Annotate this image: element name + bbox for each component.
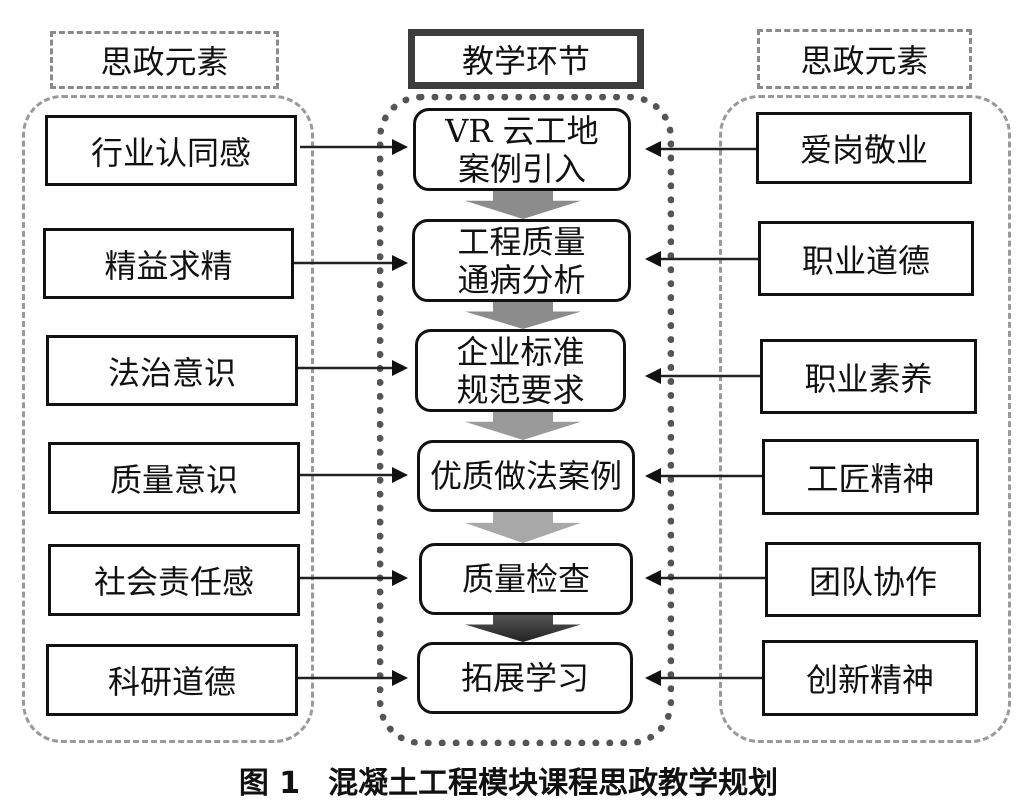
left-element-label: 法治意识 <box>107 353 236 392</box>
arrowhead-right-icon <box>392 255 408 271</box>
arrowhead-right-icon <box>392 139 408 155</box>
right-element-6: 创新精神 <box>762 640 978 716</box>
right-connector-arrow <box>645 570 765 586</box>
right-element-5: 团队协作 <box>765 542 981 617</box>
right-header: 思政元素 <box>757 29 972 89</box>
step-line-1: 企业标准 <box>456 332 585 371</box>
step-line-2: 案例引入 <box>457 149 586 188</box>
arrowhead-left-icon <box>645 570 661 586</box>
step-line-1: 优质做法案例 <box>429 457 622 495</box>
right-element-label: 职业素养 <box>804 359 933 398</box>
arrowhead-right-icon <box>392 570 408 586</box>
left-element-label: 行业认同感 <box>90 133 251 172</box>
step-line-1: 工程质量 <box>457 222 586 261</box>
right-element-1: 爱岗敬业 <box>756 112 972 184</box>
step-line-1: VR 云工地 <box>445 111 599 150</box>
left-element-4: 质量意识 <box>48 442 300 514</box>
left-connector-arrow <box>294 255 408 271</box>
flow-down-arrow-icon <box>465 191 581 219</box>
figure-title: 混凝土工程模块课程思政教学规划 <box>328 766 779 801</box>
step-line-2: 规范要求 <box>456 370 585 409</box>
left-element-3: 法治意识 <box>46 335 298 406</box>
right-connector-arrow <box>645 468 762 484</box>
right-connector-arrow <box>645 141 756 157</box>
teaching-step-1: VR 云工地 案例引入 <box>413 108 631 191</box>
figure-caption: 图 1 混凝土工程模块课程思政教学规划 <box>0 758 1017 802</box>
right-header-label: 思政元素 <box>800 42 929 80</box>
right-element-label: 工匠精神 <box>806 460 935 498</box>
left-header: 思政元素 <box>50 31 279 89</box>
center-header: 教学环节 <box>408 29 644 89</box>
left-connector-arrow <box>300 467 408 483</box>
arrowhead-left-icon <box>645 251 661 267</box>
teaching-step-2: 工程质量 通病分析 <box>412 219 631 302</box>
right-element-label: 爱岗敬业 <box>799 131 928 169</box>
left-connectors <box>294 139 408 686</box>
flow-down-arrow-icon <box>465 302 581 329</box>
left-element-6: 科研道德 <box>46 644 298 716</box>
arrowhead-left-icon <box>645 670 661 686</box>
arrowhead-right-icon <box>392 670 408 686</box>
left-element-5: 社会责任感 <box>48 544 300 616</box>
left-connector-arrow <box>300 570 408 586</box>
arrowhead-left-icon <box>645 141 661 157</box>
flow-arrows <box>465 191 581 642</box>
arrowhead-right-icon <box>392 360 408 376</box>
arrowhead-right-icon <box>392 467 408 483</box>
teaching-step-5: 质量检查 <box>419 543 633 615</box>
arrowhead-left-icon <box>645 368 661 384</box>
left-header-label: 思政元素 <box>100 43 229 81</box>
flow-down-arrow-icon <box>465 412 581 440</box>
right-connector-arrow <box>645 251 758 267</box>
teaching-steps-container <box>377 94 674 746</box>
left-connector-arrow <box>296 360 408 376</box>
right-element-label: 职业道德 <box>801 241 930 280</box>
left-connector-arrow <box>298 670 408 686</box>
step-line-2: 通病分析 <box>457 260 586 299</box>
right-elements-container <box>719 95 1011 743</box>
left-elements-container <box>22 95 314 743</box>
right-connectors <box>645 141 765 686</box>
center-header-label: 教学环节 <box>461 42 590 80</box>
figure-number: 图 1 <box>238 766 301 801</box>
left-element-1: 行业认同感 <box>45 115 297 186</box>
flow-down-arrow-icon <box>465 615 581 642</box>
step-line-1: 拓展学习 <box>460 659 589 697</box>
right-element-2: 职业道德 <box>758 221 974 296</box>
teaching-step-3: 企业标准 规范要求 <box>415 329 626 412</box>
flow-down-arrow-icon <box>465 512 581 543</box>
right-element-label: 创新精神 <box>805 661 934 699</box>
right-element-3: 职业素养 <box>760 339 977 414</box>
teaching-step-4: 优质做法案例 <box>417 440 635 512</box>
teaching-step-6: 拓展学习 <box>417 642 633 714</box>
right-element-label: 团队协作 <box>808 562 937 601</box>
arrowhead-left-icon <box>645 468 661 484</box>
left-element-label: 社会责任感 <box>93 563 254 601</box>
left-connector-arrow <box>300 139 408 155</box>
right-connector-arrow <box>645 670 762 686</box>
left-element-label: 质量意识 <box>109 461 238 499</box>
step-line-1: 质量检查 <box>461 560 590 598</box>
right-element-4: 工匠精神 <box>762 439 979 515</box>
left-element-2: 精益求精 <box>43 228 294 299</box>
left-element-label: 科研道德 <box>107 663 236 701</box>
right-connector-arrow <box>645 368 760 384</box>
left-element-label: 精益求精 <box>104 246 233 285</box>
